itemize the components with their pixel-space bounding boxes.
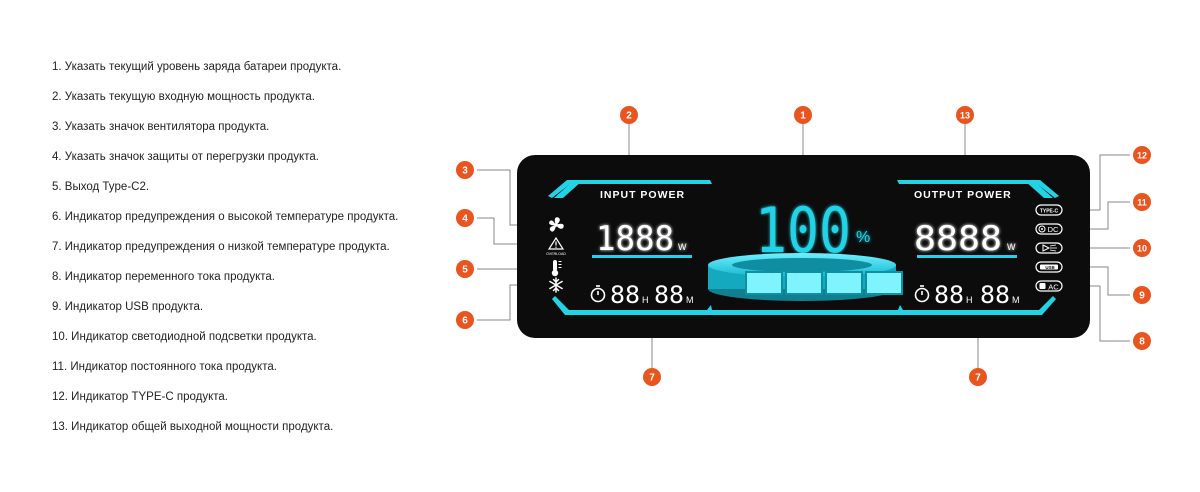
marker-5: 5	[456, 260, 474, 278]
battery-percent-sign: %	[856, 229, 870, 246]
marker-3-number: 3	[462, 166, 468, 177]
output-timer-minutes: 88	[980, 281, 1010, 309]
typec-text: TYPE-C	[1040, 209, 1059, 215]
legend-list: 1. Указать текущий уровень заряда батаре…	[52, 57, 398, 447]
input-timer-minutes: 88	[654, 281, 684, 309]
marker-12: 12	[1133, 146, 1151, 164]
usb-text: USB	[1045, 265, 1054, 270]
output-timer-m: M	[1012, 295, 1020, 305]
legend-item-4: 4. Указать значок защиты от перегрузки п…	[52, 151, 319, 163]
marker-5-number: 5	[462, 265, 468, 276]
input-timer-m: M	[686, 295, 694, 305]
output-power-label: OUTPUT POWER	[914, 189, 1012, 201]
legend-item-10: 10. Индикатор светодиодной подсветки про…	[52, 331, 317, 343]
marker-11: 11	[1133, 193, 1151, 211]
legend-item-6: 6. Индикатор предупреждения о высокой те…	[52, 211, 399, 223]
output-timer: 88 H 88 M	[914, 281, 1020, 309]
marker-7-output-number: 7	[975, 373, 981, 384]
marker-7-output: 7	[969, 368, 987, 386]
marker-8: 8	[1133, 332, 1151, 350]
snowflake-icon	[549, 277, 563, 293]
type-c-indicator: TYPE-C	[1035, 204, 1063, 216]
legend-item-3: 3. Указать значок вентилятора продукта.	[52, 121, 270, 133]
legend-item-8: 8. Индикатор переменного тока продукта.	[52, 271, 275, 283]
legend-item-13: 13. Индикатор общей выходной мощности пр…	[52, 421, 334, 433]
legend-item-12: 12. Индикатор TYPE-C продукта.	[52, 391, 228, 403]
marker-11-number: 11	[1137, 198, 1147, 208]
marker-9: 9	[1133, 286, 1151, 304]
marker-7-input-number: 7	[649, 373, 655, 384]
battery-segments	[745, 271, 903, 295]
input-timer-h: H	[642, 295, 649, 305]
dc-text: DC	[1048, 225, 1059, 234]
marker-13: 13	[956, 106, 974, 124]
overload-text: OVERLOAD	[546, 252, 566, 256]
ac-text: AC	[1048, 282, 1059, 291]
input-power-label: INPUT POWER	[600, 189, 685, 201]
marker-8-number: 8	[1139, 337, 1145, 348]
input-timer: 88 H 88 M	[590, 281, 694, 309]
legend-item-5: 5. Выход Type-C2.	[52, 181, 150, 193]
lcd-screen	[517, 155, 1090, 338]
battery-segment	[785, 271, 823, 295]
overload-warning-icon: OVERLOAD	[546, 236, 566, 256]
marker-9-number: 9	[1139, 291, 1145, 302]
output-timer-hours: 88	[934, 281, 964, 309]
usb-indicator: USB	[1035, 261, 1063, 273]
legend-item-7: 7. Индикатор предупреждения о низкой тем…	[52, 241, 390, 253]
battery-level-cylinder	[708, 253, 903, 301]
legend-item-11: 11. Индикатор постоянного тока продукта.	[52, 361, 277, 373]
input-power-digits: 1888	[596, 219, 674, 259]
marker-1: 1	[794, 106, 812, 124]
legend-item-2: 2. Указать текущую входную мощность прод…	[52, 91, 315, 103]
marker-13-number: 13	[960, 111, 970, 121]
output-timer-h: H	[966, 295, 973, 305]
battery-segment	[825, 271, 863, 295]
dc-indicator: DC	[1035, 223, 1063, 235]
battery-segment	[745, 271, 783, 295]
marker-4-number: 4	[462, 214, 468, 225]
screen-frame	[548, 180, 1059, 315]
led-light-indicator	[1035, 242, 1063, 254]
callout-markers: 1 2 13 3 4 5 6 7	[456, 106, 1151, 386]
marker-12-number: 12	[1137, 151, 1147, 161]
marker-1-number: 1	[800, 111, 806, 122]
output-watt-unit: W	[1007, 242, 1016, 252]
marker-3: 3	[456, 161, 474, 179]
battery-segment	[865, 271, 903, 295]
ac-indicator: AC	[1035, 280, 1063, 292]
timer-clock-icon	[914, 285, 930, 303]
marker-2-number: 2	[626, 111, 632, 122]
high-temperature-icon	[551, 260, 562, 277]
marker-4: 4	[456, 209, 474, 227]
output-power-digits: 8888	[914, 219, 1002, 259]
timer-clock-icon	[590, 285, 606, 303]
fan-icon	[549, 217, 564, 232]
input-watt-unit: W	[678, 242, 687, 252]
legend-item-1: 1. Указать текущий уровень заряда батаре…	[52, 61, 342, 73]
marker-6: 6	[456, 311, 474, 329]
legend-item-9: 9. Индикатор USB продукта.	[52, 301, 204, 313]
marker-10: 10	[1133, 239, 1151, 257]
marker-10-number: 10	[1137, 244, 1147, 254]
input-timer-hours: 88	[610, 281, 640, 309]
marker-6-number: 6	[462, 316, 468, 327]
marker-7-input: 7	[643, 368, 661, 386]
marker-2: 2	[620, 106, 638, 124]
